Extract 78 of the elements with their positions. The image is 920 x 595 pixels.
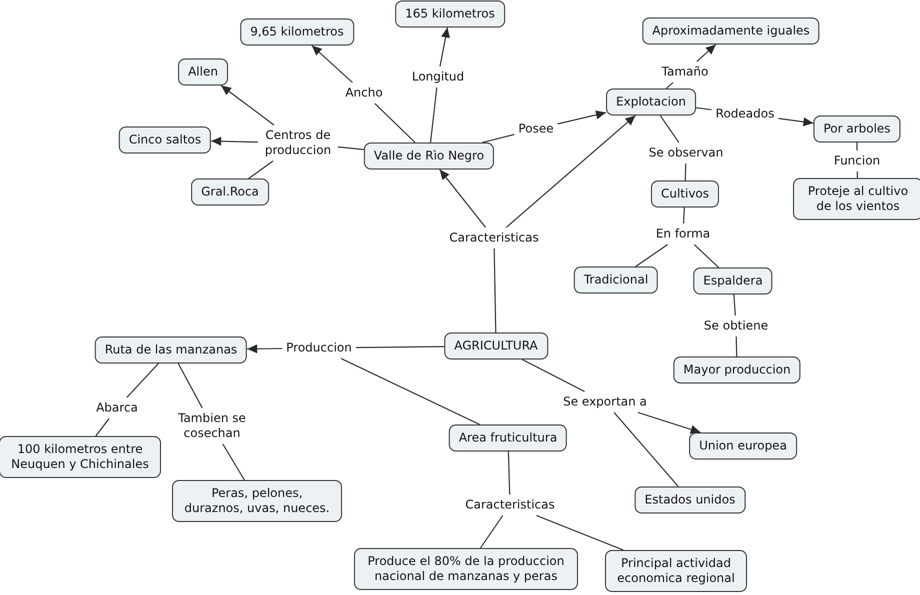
- linking-phrase: Caracteristicas: [448, 230, 540, 246]
- connector-line: [374, 103, 416, 143]
- connector-line: [480, 515, 504, 548]
- concept-box: Espaldera: [693, 268, 773, 294]
- connector-line: [126, 363, 159, 398]
- concept-box: AGRICULTURA: [444, 332, 548, 360]
- linking-phrase: Abarca: [95, 400, 139, 416]
- connector-line: [666, 82, 674, 89]
- concept-box: 165 kilometros: [395, 0, 505, 28]
- connector-line: [508, 451, 510, 495]
- concept-box: Por arboles: [813, 116, 901, 142]
- arrow: [311, 45, 353, 83]
- arrow: [439, 27, 450, 67]
- linking-phrase: Tamaño: [660, 64, 710, 80]
- concept-box: Produce el 80% de la produccion nacional de manzanas y peras: [354, 548, 578, 590]
- connector-line: [856, 171, 858, 178]
- linking-phrase: Caracteristicas: [464, 498, 556, 512]
- concept-box: Mayor produccion: [673, 356, 801, 384]
- concept-box: Union europea: [689, 432, 797, 460]
- concept-box: Cultivos: [650, 180, 720, 208]
- linking-phrase: Tambien se cosechan: [174, 411, 250, 441]
- connector-line: [696, 107, 712, 110]
- connector-line: [494, 248, 496, 332]
- concept-box: Aproximadamente iguales: [642, 18, 820, 44]
- connector-line: [614, 412, 679, 487]
- concept-box: Cinco saltos: [118, 126, 212, 154]
- connector-line: [430, 87, 438, 143]
- connector-line: [682, 207, 685, 224]
- connector-line: [522, 359, 585, 392]
- connector-line: [338, 146, 364, 150]
- linking-phrase: Funcion: [832, 154, 882, 168]
- connector-line: [660, 115, 680, 143]
- concept-box: Tradicional: [574, 266, 658, 294]
- arrow: [211, 136, 258, 146]
- concept-box: 100 kilometros entre Neuquen y Chichinales: [0, 436, 161, 478]
- concept-box: Area fruticultura: [448, 424, 568, 452]
- connector-line: [482, 134, 515, 144]
- linking-phrase: Produccion: [285, 340, 353, 356]
- linking-phrase: En forma: [654, 226, 712, 242]
- arrow: [638, 412, 701, 434]
- connector-line: [694, 244, 720, 268]
- concept-box: Proteje al cultivo de los vientos: [793, 178, 920, 220]
- connector-line: [248, 160, 274, 179]
- concept-box: Estados unidos: [634, 486, 746, 514]
- connector-line: [536, 514, 624, 551]
- arrow: [506, 115, 636, 228]
- linking-phrase: Se obtiene: [702, 318, 770, 334]
- concept-box: Peras, pelones, duraznos, uvas, nueces.: [172, 480, 342, 522]
- concept-box: Explotacion: [606, 88, 696, 116]
- connector-line: [178, 363, 203, 408]
- connector-line: [733, 294, 736, 316]
- linking-phrase: Ancho: [344, 86, 384, 100]
- connector-line: [856, 142, 858, 150]
- connector-line: [736, 336, 738, 357]
- arrow: [696, 44, 716, 62]
- linking-phrase: Posee: [517, 122, 555, 136]
- linking-phrase: Longitud: [410, 70, 466, 84]
- linking-phrase: Se exportan a: [562, 394, 648, 410]
- connector-line: [635, 244, 668, 267]
- connector-line: [684, 163, 686, 181]
- connector-line: [222, 444, 245, 480]
- arrow: [247, 344, 282, 354]
- arrow: [220, 85, 274, 126]
- connector-line: [95, 418, 110, 436]
- connector-line: [356, 346, 444, 348]
- concept-box: 9,65 kilometros: [240, 18, 354, 46]
- linking-phrase: Se observan: [648, 146, 724, 160]
- concept-box: Gral.Roca: [191, 178, 269, 206]
- connector-line: [340, 358, 480, 425]
- linking-phrase: Rodeados: [714, 106, 776, 122]
- concept-box: Valle de Rìo Negro: [364, 142, 494, 170]
- linking-phrase: Centros de produccion: [261, 128, 335, 158]
- arrow: [778, 117, 814, 126]
- concept-box: Ruta de las manzanas: [94, 336, 248, 364]
- arrow: [439, 169, 486, 228]
- arrow: [557, 110, 606, 124]
- concept-box: Allen: [178, 58, 228, 86]
- concept-box: Principal actividad economica regional: [605, 550, 747, 592]
